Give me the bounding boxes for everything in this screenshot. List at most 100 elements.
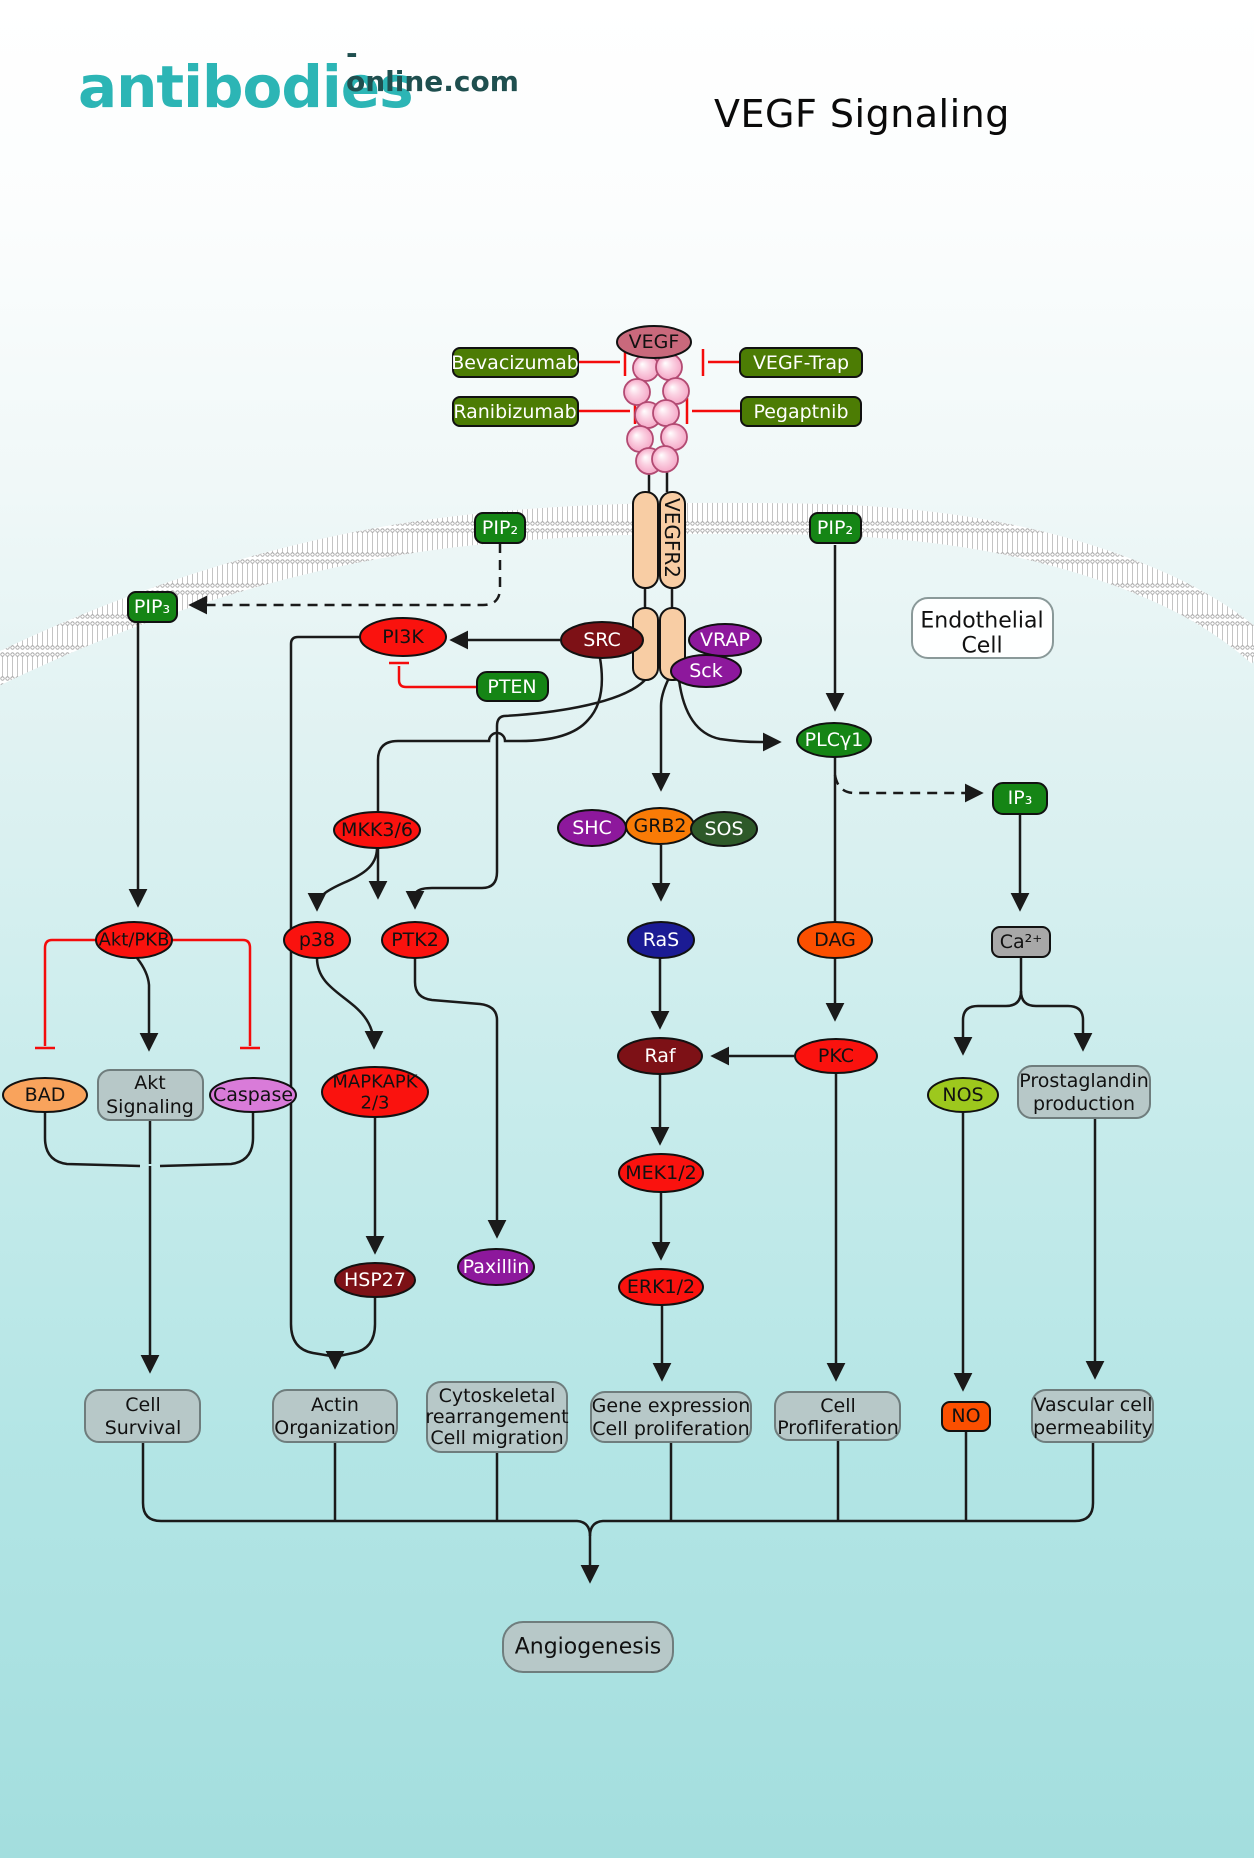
outcome-cell-survival[interactable] (84, 1389, 201, 1443)
outcome-cytoskeletal[interactable] (426, 1381, 568, 1453)
arrow-receptor-to-grb2 (651, 679, 671, 792)
node-dag[interactable] (797, 921, 873, 959)
node-dag-label: DAG (814, 929, 856, 951)
node-ip3[interactable] (992, 782, 1048, 815)
node-sck[interactable] (670, 654, 742, 688)
node-vegf[interactable] (616, 325, 692, 359)
node-ca[interactable] (991, 926, 1051, 958)
arrow-src-to-mkk36 (368, 657, 604, 900)
node-sos[interactable] (690, 811, 758, 847)
node-mek[interactable] (618, 1153, 704, 1193)
logo-antibodies[interactable]: antibodies (78, 53, 414, 121)
node-pi3k[interactable] (359, 617, 447, 657)
node-raf-label: Raf (644, 1045, 676, 1067)
node-ras[interactable] (627, 921, 695, 959)
outcome-cellprof-line2: Profliferation (777, 1417, 899, 1439)
endothelial-label-line1: Endothelial (920, 609, 1043, 634)
node-akt-signaling[interactable] (97, 1069, 204, 1121)
node-pkc-label: PKC (818, 1045, 854, 1067)
arrow-pip2-to-pip3 (188, 543, 502, 615)
outcome-no-label: NO (951, 1405, 980, 1427)
node-src[interactable] (560, 621, 644, 659)
outcome-cellprof-line1: Cell (820, 1395, 856, 1417)
outcome-gene-expression[interactable] (590, 1391, 752, 1443)
receptor-tm-right (659, 491, 686, 589)
node-vegf-label: VEGF (629, 331, 680, 353)
node-nos-label: NOS (942, 1084, 983, 1106)
outcome-vascular-line1: Vascular cell (1033, 1394, 1152, 1416)
drug-ranibizumab[interactable] (452, 396, 579, 427)
outcome-vascular[interactable] (1031, 1389, 1154, 1443)
node-shc-label: SHC (572, 817, 612, 839)
line-caspase-merge (159, 1112, 255, 1168)
outcome-vascular-line2: permeability (1033, 1417, 1153, 1439)
node-nos[interactable] (927, 1077, 999, 1113)
node-vrap[interactable] (688, 623, 762, 657)
node-pip2-right-label: PIP₂ (817, 517, 853, 539)
outcome-cell-profliferation[interactable] (774, 1391, 901, 1441)
logo-online-com[interactable]: -online.com (346, 37, 519, 98)
outcome-no[interactable] (941, 1401, 991, 1432)
logo[interactable]: antibodies -online.com (78, 40, 519, 117)
outcome-cytoskeletal-line2: rearrangement (425, 1406, 568, 1428)
node-erk-label: ERK1/2 (627, 1276, 695, 1298)
drug-vegf-trap[interactable] (739, 347, 863, 378)
node-mapkapk[interactable] (321, 1066, 429, 1118)
node-erk[interactable] (618, 1268, 704, 1306)
arrow-receptor-to-plcg1 (677, 679, 782, 752)
node-bad-label: BAD (25, 1084, 66, 1106)
inhibit-akt-bad (35, 938, 96, 1050)
receptor-tm-left (632, 491, 659, 589)
node-mkk36[interactable] (333, 811, 421, 849)
node-hsp27[interactable] (334, 1262, 416, 1298)
receptor-stalk-lines (643, 470, 674, 608)
line-hsp27-to-actin (338, 1297, 377, 1358)
node-bad[interactable] (2, 1077, 88, 1113)
node-p38-label: p38 (299, 929, 335, 951)
cell-membrane (0, 502, 1254, 686)
dashed-connectors (188, 543, 984, 803)
node-sck-label: Sck (689, 660, 723, 682)
node-pip3[interactable] (127, 591, 178, 623)
node-pten-label: PTEN (487, 676, 536, 698)
node-paxillin[interactable] (457, 1248, 535, 1286)
endothelial-box (911, 597, 1054, 659)
arrow-akt-to-akt-signaling (136, 957, 159, 1052)
drug-bevacizumab[interactable] (452, 347, 579, 378)
node-mapkapk-line1: MAPKAPK (332, 1072, 418, 1093)
outcome-boxes: Cell Survival Actin Organization Cytoske… (84, 1381, 1154, 1673)
node-ras-label: RaS (643, 929, 680, 951)
node-caspase[interactable] (209, 1077, 297, 1113)
vegfr2-receptor[interactable]: VEGFR2 VEGF (616, 325, 692, 681)
arrow-mkk36-to-p38 (307, 847, 379, 912)
outcome-gene-line2: Cell proliferation (592, 1418, 749, 1440)
node-akt-label: Akt/PKB (99, 930, 170, 951)
node-raf[interactable] (617, 1037, 703, 1075)
node-ptk2[interactable] (381, 921, 449, 959)
outcome-actin-line2: Organization (274, 1417, 395, 1439)
node-mapkapk-line2: 2/3 (361, 1093, 390, 1114)
outcome-angiogenesis-label: Angiogenesis (515, 1635, 662, 1660)
drug-inhibitors: Bevacizumab Ranibizumab VEGF-Trap Pegapt… (451, 347, 863, 427)
node-ca-label: Ca²⁺ (1000, 931, 1043, 953)
drug-pegaptnib[interactable] (740, 396, 862, 427)
inhibit-bevacizumab (578, 349, 627, 376)
arrow-ca-to-prostaglandin (1019, 990, 1093, 1052)
outcome-angiogenesis[interactable] (502, 1621, 674, 1673)
node-pten[interactable] (476, 671, 549, 702)
node-pkc[interactable] (794, 1038, 878, 1074)
arrow-ca-to-nos (953, 957, 1023, 1056)
outcome-cytoskeletal-line1: Cytoskeletal (439, 1385, 556, 1407)
drug-ranibizumab-label: Ranibizumab (453, 401, 576, 423)
line-pi3k-to-actin (289, 635, 360, 1358)
node-prostaglandin-line1: Prostaglandin (1019, 1070, 1149, 1092)
node-p38[interactable] (283, 921, 351, 959)
node-pip2-left[interactable] (474, 512, 526, 544)
outcome-actin-organization[interactable] (272, 1389, 398, 1443)
node-paxillin-label: Paxillin (463, 1256, 530, 1278)
node-prostaglandin[interactable] (1017, 1065, 1151, 1119)
node-plcg1[interactable] (796, 722, 872, 758)
node-pip2-right[interactable] (809, 512, 862, 544)
node-akt[interactable] (95, 921, 173, 959)
